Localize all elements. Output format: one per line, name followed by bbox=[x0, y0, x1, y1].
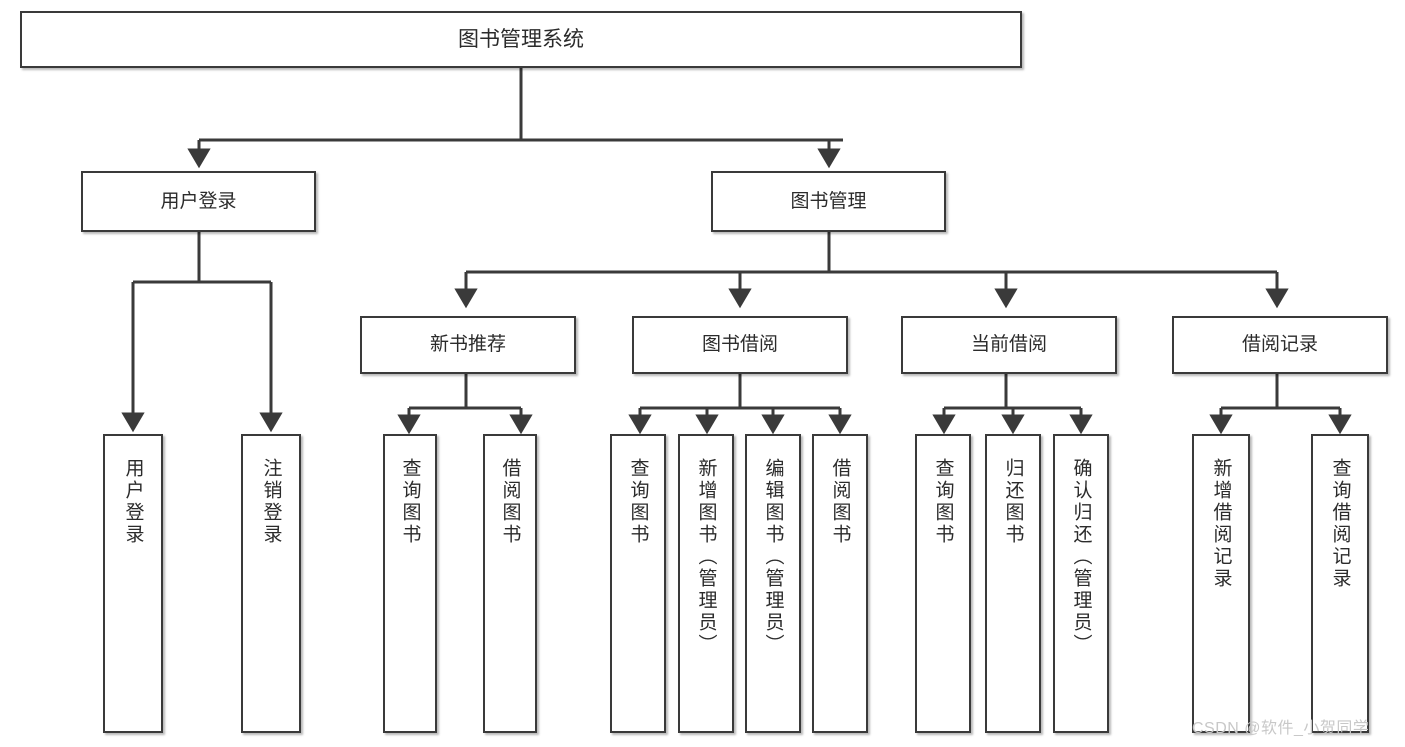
node-leaf-query-book-1-label: 查询图书 bbox=[399, 458, 421, 546]
node-leaf-add-record[interactable]: 新增借阅记录 bbox=[1192, 434, 1250, 733]
node-leaf-logout-login[interactable]: 注销登录 bbox=[241, 434, 301, 733]
node-book-manage-label: 图书管理 bbox=[790, 190, 867, 212]
node-leaf-confirm-return-label: 确认归还（管理员） bbox=[1070, 458, 1092, 656]
node-leaf-query-book-1[interactable]: 查询图书 bbox=[383, 434, 437, 733]
node-leaf-borrow-book-2[interactable]: 借阅图书 bbox=[812, 434, 868, 733]
node-leaf-query-book-2-label: 查询图书 bbox=[627, 458, 649, 546]
node-leaf-logout-login-label: 注销登录 bbox=[260, 458, 282, 546]
node-user-login[interactable]: 用户登录 bbox=[81, 171, 316, 232]
node-book-borrow-label: 图书借阅 bbox=[701, 334, 778, 356]
node-leaf-query-record-label: 查询借阅记录 bbox=[1329, 458, 1351, 590]
node-leaf-edit-book[interactable]: 编辑图书（管理员） bbox=[745, 434, 801, 733]
node-leaf-query-book-3[interactable]: 查询图书 bbox=[915, 434, 971, 733]
node-book-borrow[interactable]: 图书借阅 bbox=[632, 316, 848, 374]
node-book-manage[interactable]: 图书管理 bbox=[711, 171, 946, 232]
node-new-book-recommend[interactable]: 新书推荐 bbox=[360, 316, 576, 374]
node-leaf-query-book-3-label: 查询图书 bbox=[932, 458, 954, 546]
node-leaf-return-book[interactable]: 归还图书 bbox=[985, 434, 1041, 733]
node-leaf-add-book-label: 新增图书（管理员） bbox=[695, 458, 717, 656]
node-leaf-borrow-book-1[interactable]: 借阅图书 bbox=[483, 434, 537, 733]
node-leaf-borrow-book-1-label: 借阅图书 bbox=[499, 458, 521, 546]
node-current-borrow[interactable]: 当前借阅 bbox=[901, 316, 1117, 374]
node-leaf-borrow-book-2-label: 借阅图书 bbox=[829, 458, 851, 546]
node-current-borrow-label: 当前借阅 bbox=[970, 334, 1047, 356]
node-leaf-edit-book-label: 编辑图书（管理员） bbox=[762, 458, 784, 656]
node-leaf-add-book[interactable]: 新增图书（管理员） bbox=[678, 434, 734, 733]
node-leaf-add-record-label: 新增借阅记录 bbox=[1210, 458, 1232, 590]
node-leaf-query-book-2[interactable]: 查询图书 bbox=[610, 434, 666, 733]
node-root[interactable]: 图书管理系统 bbox=[20, 11, 1022, 68]
node-new-book-recommend-label: 新书推荐 bbox=[429, 334, 506, 356]
node-leaf-return-book-label: 归还图书 bbox=[1002, 458, 1024, 546]
node-borrow-record-label: 借阅记录 bbox=[1241, 334, 1318, 356]
node-user-login-label: 用户登录 bbox=[160, 190, 237, 212]
csdn-watermark: CSDN @软件_小贺同学 bbox=[1192, 720, 1370, 737]
node-leaf-query-record[interactable]: 查询借阅记录 bbox=[1311, 434, 1369, 733]
node-leaf-user-login[interactable]: 用户登录 bbox=[103, 434, 163, 733]
node-root-label: 图书管理系统 bbox=[458, 27, 584, 51]
node-borrow-record[interactable]: 借阅记录 bbox=[1172, 316, 1388, 374]
node-leaf-confirm-return[interactable]: 确认归还（管理员） bbox=[1053, 434, 1109, 733]
node-leaf-user-login-label: 用户登录 bbox=[122, 458, 144, 546]
